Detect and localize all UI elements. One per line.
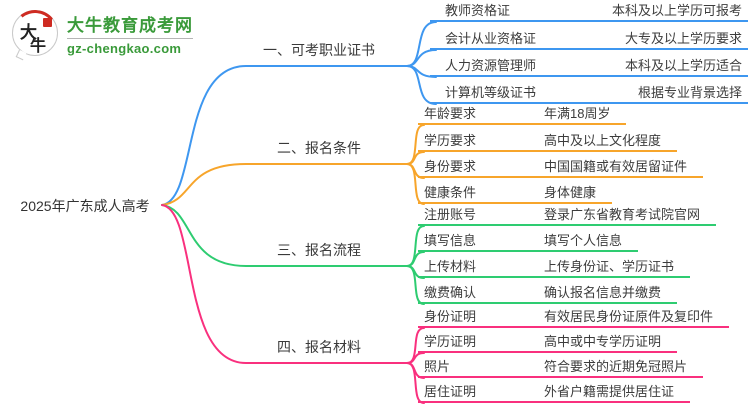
ox-speech-bubble-icon: 大 牛 xyxy=(9,7,61,61)
connector-curve xyxy=(161,204,408,267)
leaf-node-label: 注册账号 xyxy=(424,207,477,222)
leaf-node-label: 计算机等级证书 xyxy=(445,85,537,100)
leaf-node: 人力资源管理师 本科及以上学历适合 xyxy=(430,55,748,77)
leaf-node: 会计从业资格证 大专及以上学历要求 xyxy=(430,28,748,50)
leaf-node-label: 身份要求 xyxy=(424,159,477,174)
leaf-node: 填写信息 填写个人信息 xyxy=(418,230,639,252)
leaf-node-label: 缴费确认 xyxy=(424,285,477,300)
leaf-node-label: 上传材料 xyxy=(424,259,477,274)
leaf-node-label: 填写信息 xyxy=(424,233,477,248)
leaf-node-value: 有效居民身份证原件及复印件 xyxy=(544,309,714,324)
leaf-node-label: 健康条件 xyxy=(424,185,477,200)
leaf-node: 学历要求 高中及以上文化程度 xyxy=(418,130,678,152)
leaf-node-label: 身份证明 xyxy=(424,309,477,324)
connector-curve xyxy=(161,163,408,206)
leaf-node-label: 人力资源管理师 xyxy=(445,58,537,73)
leaf-node: 年龄要求 年满18周岁 xyxy=(418,103,627,125)
leaf-node: 照片 符合要求的近期免冠照片 xyxy=(418,356,704,378)
leaf-node: 缴费确认 确认报名信息并缴费 xyxy=(418,282,678,304)
logo-title: 大牛教育成考网 xyxy=(67,15,193,35)
leaf-node-value: 外省户籍需提供居住证 xyxy=(544,384,675,399)
leaf-node-value: 上传身份证、学历证书 xyxy=(544,259,675,274)
leaf-node-value: 大专及以上学历要求 xyxy=(624,31,742,46)
leaf-node-label: 会计从业资格证 xyxy=(445,31,537,46)
leaf-node-value: 登录广东省教育考试院官网 xyxy=(544,207,701,222)
logo-text: 大牛教育成考网 gz-chengkao.com xyxy=(67,11,193,56)
logo-char-1: 大 xyxy=(20,23,37,43)
logo-divider xyxy=(67,37,193,39)
leaf-node: 注册账号 登录广东省教育考试院官网 xyxy=(418,204,717,226)
leaf-node: 上传材料 上传身份证、学历证书 xyxy=(418,256,691,278)
leaf-node-value: 本科及以上学历适合 xyxy=(624,58,742,73)
leaf-node-label: 年龄要求 xyxy=(424,106,477,121)
leaf-node-value: 高中及以上文化程度 xyxy=(544,133,662,148)
leaf-node-value: 身体健康 xyxy=(544,185,597,200)
connector-curve xyxy=(161,204,408,364)
leaf-node-value: 年满18周岁 xyxy=(544,106,611,121)
leaf-node-label: 照片 xyxy=(424,359,451,374)
branch-node-certificates: 一、可考职业证书 xyxy=(263,42,375,58)
leaf-node-value: 根据专业背景选择 xyxy=(637,85,742,100)
leaf-node-label: 居住证明 xyxy=(424,384,477,399)
branch-node-requirements: 二、报名条件 xyxy=(277,140,361,156)
leaf-node: 教师资格证 本科及以上学历可报考 xyxy=(430,0,748,22)
connector-curve xyxy=(161,65,408,206)
branch-node-materials: 四、报名材料 xyxy=(277,339,361,355)
site-logo[interactable]: 大 牛 大牛教育成考网 gz-chengkao.com xyxy=(9,7,193,61)
leaf-node-value: 本科及以上学历可报考 xyxy=(611,3,742,18)
leaf-node-value: 填写个人信息 xyxy=(544,233,623,248)
logo-char-2: 牛 xyxy=(30,36,47,55)
leaf-node-value: 高中或中专学历证明 xyxy=(544,334,662,349)
leaf-node: 身份要求 中国国籍或有效居留证件 xyxy=(418,156,704,178)
root-node: 2025年广东成人高考 xyxy=(20,198,150,214)
leaf-node-value: 中国国籍或有效居留证件 xyxy=(544,159,688,174)
logo-domain[interactable]: gz-chengkao.com xyxy=(67,40,182,56)
leaf-node: 身份证明 有效居民身份证原件及复印件 xyxy=(418,306,730,328)
leaf-node: 居住证明 外省户籍需提供居住证 xyxy=(418,381,691,403)
leaf-node: 健康条件 身体健康 xyxy=(418,182,613,204)
logo-seal-icon xyxy=(43,18,52,27)
leaf-node: 计算机等级证书 根据专业背景选择 xyxy=(430,82,748,104)
leaf-node-value: 确认报名信息并缴费 xyxy=(544,285,662,300)
leaf-node-label: 学历证明 xyxy=(424,334,477,349)
leaf-node-label: 教师资格证 xyxy=(445,3,511,18)
leaf-node-label: 学历要求 xyxy=(424,133,477,148)
leaf-node: 学历证明 高中或中专学历证明 xyxy=(418,331,678,353)
branch-node-process: 三、报名流程 xyxy=(277,242,361,258)
leaf-node-value: 符合要求的近期免冠照片 xyxy=(544,359,688,374)
